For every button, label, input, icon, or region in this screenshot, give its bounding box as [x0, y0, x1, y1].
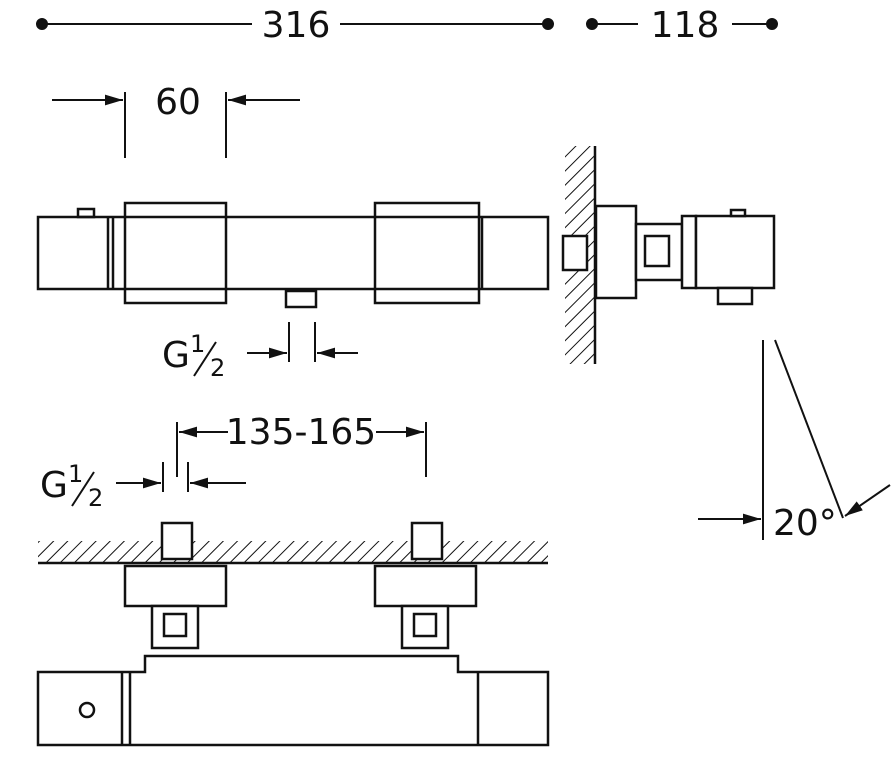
svg-text:1: 1: [190, 330, 205, 358]
svg-text:G: G: [162, 335, 190, 376]
dimension-overall-length: [36, 18, 554, 30]
dimension-tilt-angle: [698, 339, 891, 540]
overall-length-label: 316: [262, 5, 331, 46]
dimension-handle-width: [52, 92, 300, 158]
dimension-inlet-thread: [116, 462, 246, 492]
handle-width-label: 60: [155, 82, 201, 123]
dimension-inlet-spacing: [176, 422, 427, 477]
front-view-mixer: [36, 201, 550, 309]
side-view-mixer: [561, 146, 776, 364]
plan-view-mixer: [36, 521, 550, 747]
dimension-depth: [586, 18, 778, 30]
inlet-thread-label: G 1 2: [40, 460, 103, 512]
svg-text:2: 2: [210, 354, 225, 382]
svg-text:G: G: [40, 465, 68, 506]
dimension-outlet-thread: [247, 322, 358, 362]
tilt-angle-label: 20°: [773, 503, 837, 544]
depth-label: 118: [651, 5, 720, 46]
svg-text:2: 2: [88, 484, 103, 512]
outlet-thread-label: G 1 2: [162, 330, 225, 382]
svg-text:1: 1: [68, 460, 83, 488]
inlet-spacing-label: 135-165: [226, 412, 376, 453]
